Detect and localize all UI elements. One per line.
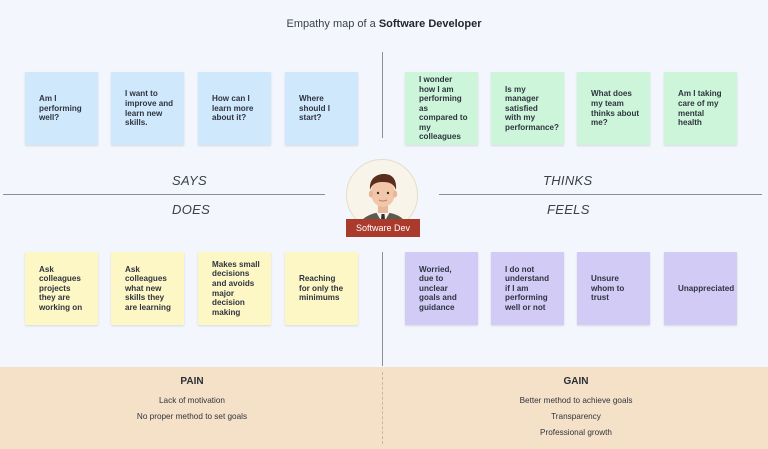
feels-note: Worried, due to unclear goals and guidan… (405, 252, 478, 325)
says-note: Where should I start? (285, 72, 358, 145)
feels-note: I do not understand if I am performing w… (491, 252, 564, 325)
gain-item: Transparency (551, 412, 601, 421)
persona-badge: Software Dev (346, 219, 420, 237)
does-note: Ask colleagues what new skills they are … (111, 252, 184, 325)
says-note: I want to improve and learn new skills. (111, 72, 184, 145)
pain-gain-divider (382, 372, 383, 444)
says-note: Am I performing well? (25, 72, 98, 145)
pain-gain-band (0, 367, 768, 449)
horizontal-divider-left (3, 194, 325, 195)
thinks-label: THINKS (543, 173, 593, 188)
does-note: Ask colleagues projects they are working… (25, 252, 98, 325)
page-title: Empathy map of a Software Developer (286, 18, 482, 30)
vertical-divider-bottom (382, 252, 383, 366)
pain-section: PAIN Lack of motivation No proper method… (0, 376, 384, 428)
does-note: Makes small decisions and avoids major d… (198, 252, 271, 325)
feels-note: Unappreciated (664, 252, 737, 325)
pain-item: Lack of motivation (159, 396, 225, 405)
thinks-note: Am I taking care of my mental health (664, 72, 737, 145)
thinks-note: What does my team thinks about me? (577, 72, 650, 145)
does-note: Reaching for only the minimums (285, 252, 358, 325)
gain-section: GAIN Better method to achieve goals Tran… (384, 376, 768, 444)
pain-heading: PAIN (180, 376, 204, 387)
says-note: How can I learn more about it? (198, 72, 271, 145)
horizontal-divider-right (439, 194, 762, 195)
thinks-note: I wonder how I am performing as compared… (405, 72, 478, 145)
thinks-note: Is my manager satisfied with my performa… (491, 72, 564, 145)
feels-label: FEELS (547, 202, 590, 217)
gain-heading: GAIN (563, 376, 589, 387)
says-label: SAYS (172, 173, 207, 188)
gain-item: Better method to achieve goals (519, 396, 633, 405)
gain-item: Professional growth (540, 428, 612, 437)
pain-item: No proper method to set goals (136, 412, 248, 421)
feels-note: Unsure whom to trust (577, 252, 650, 325)
does-label: DOES (172, 202, 211, 217)
vertical-divider-top (382, 52, 383, 138)
